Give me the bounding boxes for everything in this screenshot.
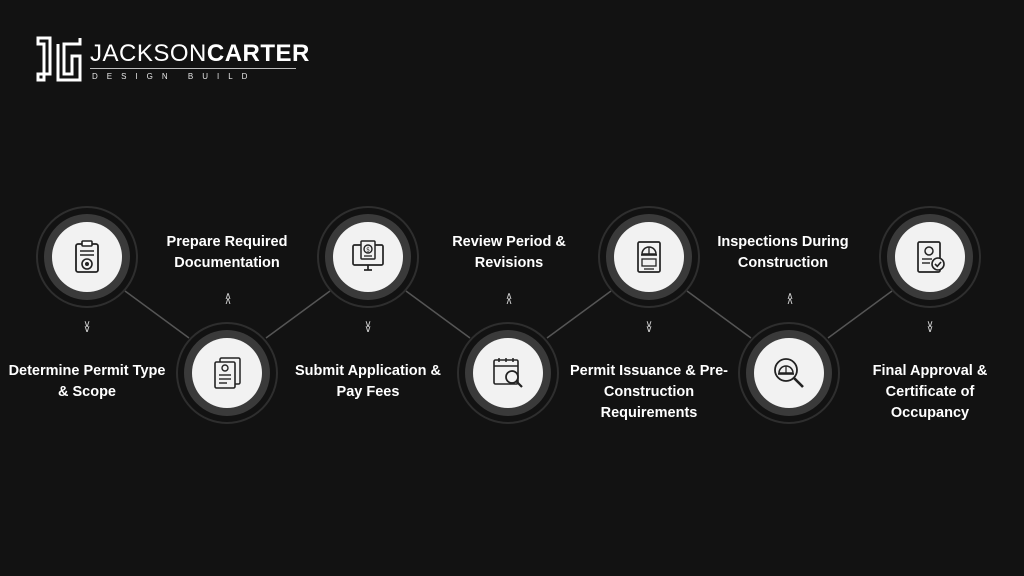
connector-line (686, 290, 752, 339)
step-5-chevron-down: ∨∨ (645, 319, 653, 335)
connector-line (546, 290, 612, 339)
connector-line (405, 290, 471, 339)
step-7-label: Final Approval & Certificate of Occupanc… (872, 363, 988, 421)
step-1-label: Determine Permit Type & Scope (8, 363, 166, 400)
step-3-label: Submit Application & Pay Fees (294, 363, 442, 400)
step-5-node (598, 206, 700, 308)
step-2-node (176, 322, 278, 424)
step-1-chevron-down: ∨∨ (83, 319, 91, 335)
svg-text:$: $ (366, 247, 370, 254)
calendar-magnifier-icon (493, 358, 523, 388)
document-stack-icon (214, 357, 241, 389)
clipboard-checklist-icon (75, 240, 99, 273)
step-4-chevron-up: ∧∧ (505, 291, 513, 307)
step-6-label: Inspections During Construction (717, 234, 849, 271)
hardhat-magnifier-icon (774, 358, 804, 388)
step-6-chevron-up: ∧∧ (786, 291, 794, 307)
company-logo: JACKSONCARTER DESIGN BUILD (36, 36, 309, 86)
step-7-node (879, 206, 981, 308)
brand-tagline: DESIGN BUILD (92, 72, 257, 81)
step-7-chevron-down: ∨∨ (926, 319, 934, 335)
connector-line (265, 290, 331, 339)
brand-divider (90, 68, 296, 69)
step-2-chevron-up: ∧∧ (224, 291, 232, 307)
computer-payment-icon: $ (352, 240, 384, 271)
brand-name-bold: CARTER (206, 40, 310, 67)
brand-name: JACKSONCARTER (90, 42, 310, 66)
connector-line (827, 290, 893, 339)
brand-name-light: JACKSON (90, 40, 207, 67)
permit-hardhat-document-icon (637, 241, 661, 273)
jc-monogram-icon (36, 36, 82, 82)
step-1-node (36, 206, 138, 308)
step-4-label: Review Period & Revisions (452, 234, 566, 271)
step-3-chevron-down: ∨∨ (364, 319, 372, 335)
certificate-check-icon (917, 241, 945, 273)
step-3-node: $ (317, 206, 419, 308)
connector-line (124, 290, 190, 339)
step-6-node (738, 322, 840, 424)
step-4-node (457, 322, 559, 424)
step-5-label: Permit Issuance & Pre-Construction Requi… (570, 363, 728, 421)
step-2-label: Prepare Required Documentation (166, 234, 288, 271)
